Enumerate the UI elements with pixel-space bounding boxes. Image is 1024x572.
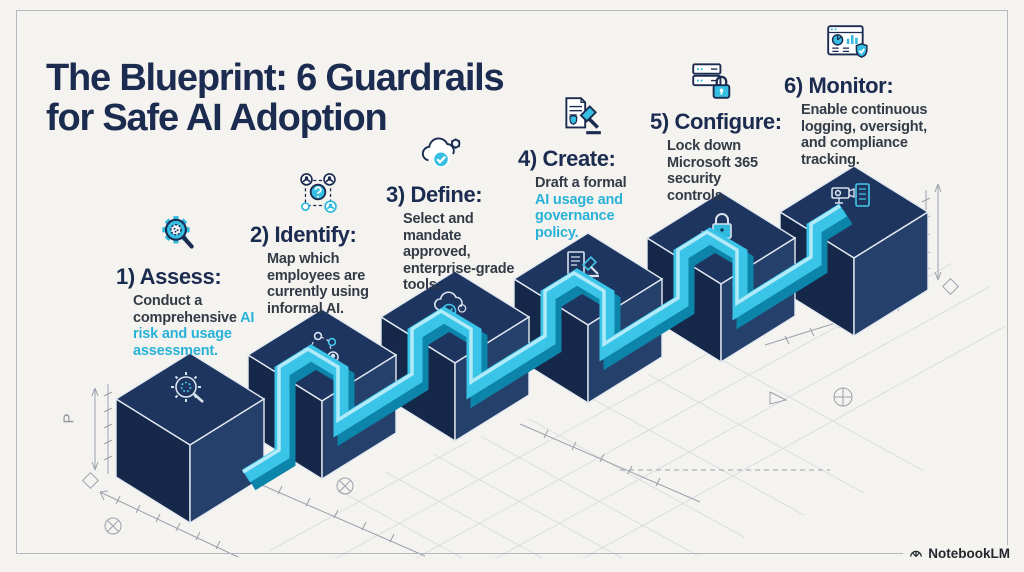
step-description: Draft a formal AI usage and governance p… xyxy=(535,175,627,241)
dimension-label: P xyxy=(60,413,78,424)
people-network-icon xyxy=(300,173,337,213)
step-description: Conduct a comprehensive AI risk and usag… xyxy=(133,293,255,359)
guardrail-pipe xyxy=(242,203,853,491)
step-monitor: 6) Monitor: Enable continuous logging, o… xyxy=(784,21,931,168)
gear-magnifier-icon xyxy=(162,216,194,249)
step-heading: 4) Create: xyxy=(518,146,616,171)
cube-5 xyxy=(646,191,796,363)
step-heading: 5) Configure: xyxy=(650,109,782,134)
step-description: Enable continuous logging, oversight, an… xyxy=(801,102,928,168)
step-heading: 1) Assess: xyxy=(116,264,222,289)
dashboard-shield-icon xyxy=(827,25,868,58)
watermark-label: NotebookLM xyxy=(928,546,1010,561)
document-gavel-icon xyxy=(565,97,601,135)
server-lock-icon xyxy=(692,63,731,99)
title-line-1: The Blueprint: 6 Guardrails xyxy=(46,57,505,100)
step-identify: 2) Identify: Map which employees are cur… xyxy=(250,170,373,317)
cloud-check-gear-icon xyxy=(421,137,461,169)
cube-4 xyxy=(513,232,663,404)
step-create: 4) Create: Draft a formal AI usage and g… xyxy=(518,94,639,241)
step-heading: 2) Identify: xyxy=(250,222,357,247)
watermark: NotebookLM xyxy=(903,545,1016,562)
step-assess: 1) Assess: Conduct a comprehensive AI ri… xyxy=(116,212,259,359)
step-description: Map which employees are currently using … xyxy=(267,251,369,317)
cube-gear-magnifier-icon xyxy=(171,372,204,403)
title-line-2: for Safe AI Adoption xyxy=(46,97,388,140)
step-description: Lock down Microsoft 365 security control… xyxy=(667,138,758,204)
notebooklm-logo-icon xyxy=(910,550,923,557)
step-description: Select and mandate approved, enterprise-… xyxy=(403,211,515,294)
page-title: The Blueprint: 6 Guardrails for Safe AI … xyxy=(46,57,505,140)
step-configure: 5) Configure: Lock down Microsoft 365 se… xyxy=(650,57,782,204)
step-heading: 3) Define: xyxy=(386,182,483,207)
step-heading: 6) Monitor: xyxy=(784,73,894,98)
step-define: 3) Define: Select and mandate approved, … xyxy=(386,130,531,294)
cube-camera-list-icon xyxy=(831,183,870,207)
